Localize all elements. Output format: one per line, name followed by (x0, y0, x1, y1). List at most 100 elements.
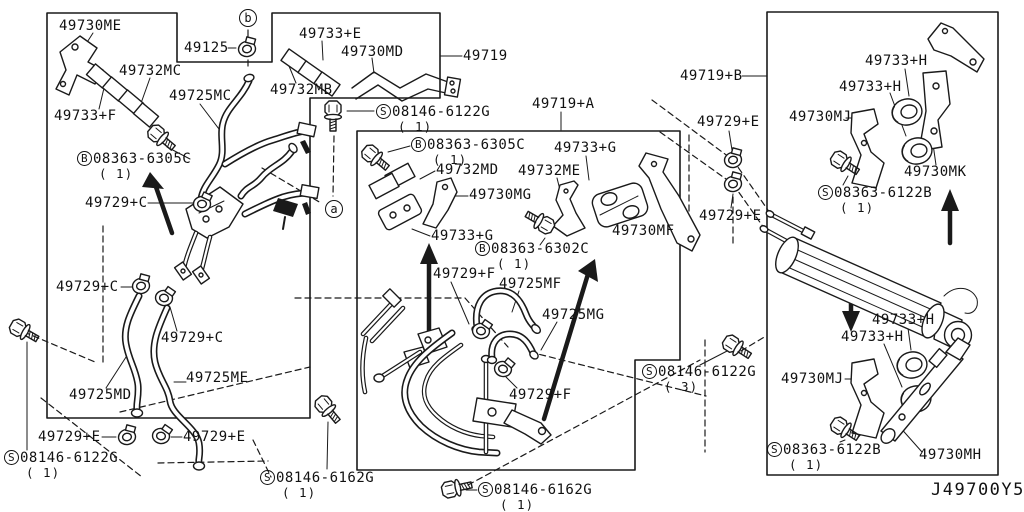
clamp-49729E-bl2 (150, 422, 174, 446)
label-49730MJ-bottom: 49730MJ (781, 371, 844, 387)
label-49730MF: 49730MF (612, 223, 675, 239)
circled-s-icon: S (478, 482, 493, 497)
fastener-code: 08363-6122B (834, 185, 933, 201)
clamp-49729E-r2 (721, 169, 746, 194)
fastener-qty: ( 1) (398, 119, 433, 134)
label-49732ME: 49732ME (518, 163, 581, 179)
label-49730MK: 49730MK (904, 164, 967, 180)
part-49730MG-bracket (422, 177, 458, 229)
part-49733G-grommet-block (591, 182, 649, 228)
grommet-49733H-b1 (893, 348, 931, 382)
label-49733F: 49733+F (54, 108, 117, 124)
fastener-code: 08363-6305C (93, 151, 192, 167)
part-49730ME-bracket (55, 35, 104, 96)
label-49730MJ-top: 49730MJ (789, 109, 852, 125)
label-49729C-1: 49729+C (85, 195, 148, 211)
label-49733G-left: 49733+G (431, 228, 494, 244)
fastener-code: 08363-6122B (783, 442, 882, 458)
label-49725MF: 49725MF (499, 276, 562, 292)
clamp-49729C-2 (129, 271, 154, 296)
label-49733H-b1: 49733+H (872, 312, 935, 328)
label-49730MD: 49730MD (341, 44, 404, 60)
fastener-qty: ( 1) (26, 465, 61, 480)
part-49725MC-hose (197, 73, 255, 203)
bolt-08146-6122G-bl (6, 316, 43, 347)
label-49719: 49719 (463, 48, 508, 64)
bolt-08363-6305C-center (358, 141, 394, 175)
clamp-49125 (235, 34, 260, 59)
marker-b: b (239, 9, 257, 27)
fastener-code: 08146-6162G (494, 482, 593, 498)
flow-arrows (142, 172, 959, 422)
label-49733H-r2: 49733+H (839, 79, 902, 95)
clamp-49729E-r1 (721, 145, 746, 170)
label-49125: 49125 (184, 40, 229, 56)
circled-s-icon: S (260, 470, 275, 485)
label-49725MD: 49725MD (69, 387, 132, 403)
leader-lines (26, 32, 937, 491)
fastener-code: 08363-6305C (427, 137, 526, 153)
label-49730MH: 49730MH (919, 447, 982, 463)
circled-b-icon: B (475, 241, 490, 256)
label-49729E-r2: 49729+E (699, 208, 762, 224)
clamp-49729C-3 (153, 284, 177, 308)
circled-s-icon: S (767, 442, 782, 457)
label-49733H-r1: 49733+H (865, 53, 928, 69)
circled-s-icon: S (818, 185, 833, 200)
label-49730MG: 49730MG (469, 187, 532, 203)
bolt-08146-6122G-3 (719, 331, 756, 364)
box-left-and-top (46, 12, 441, 419)
part-49725MG-hose (486, 330, 539, 365)
fastener-qty: ( 1) (789, 457, 824, 472)
part-49733F-49732MC-connectors (85, 63, 160, 128)
diagram-code: J49700Y5 (931, 480, 1024, 500)
bolt-08363-6302C (521, 206, 558, 237)
label-49732MD: 49732MD (436, 162, 499, 178)
part-49719A-pipe-assembly (360, 288, 552, 457)
clamp-49729C-1 (192, 191, 213, 213)
marker-a: a (325, 200, 343, 218)
fastener-qty: ( 1) (500, 497, 535, 512)
circled-b-icon: B (77, 151, 92, 166)
label-49729F-upper: 49729+F (433, 266, 496, 282)
circled-s-icon: S (376, 104, 391, 119)
box-center (356, 130, 681, 471)
bolt-08146-6122G-top (323, 100, 343, 132)
label-49719A: 49719+A (532, 96, 595, 112)
fastener-qty: ( 1) (99, 166, 134, 181)
part-49730MD-strap (351, 71, 462, 102)
label-49733G-right: 49733+G (554, 140, 617, 156)
part-49725MD-hose (121, 292, 144, 418)
fastener-qty: ( 1) (433, 152, 468, 167)
part-49732MB-49733E-connectors (280, 48, 341, 97)
circled-b-icon: B (411, 137, 426, 152)
fastener-qty: ( 1) (282, 485, 317, 500)
label-49733H-b2: 49733+H (841, 329, 904, 345)
label-49725MG: 49725MG (542, 307, 605, 323)
group-boxes (46, 11, 999, 476)
fastener-code: 08363-6302C (491, 241, 590, 257)
fastener-qty: ( 1) (840, 200, 875, 215)
label-49729F-lower: 49729+F (509, 387, 572, 403)
label-49725MC: 49725MC (169, 88, 232, 104)
bolt-08146-6162G-center (439, 475, 475, 500)
box-right (766, 11, 999, 476)
label-49729E-r1: 49729+E (697, 114, 760, 130)
fastener-qty: ( 3) (664, 379, 699, 394)
fastener-code: 08146-6162G (276, 470, 375, 486)
label-49732MB: 49732MB (270, 82, 333, 98)
label-49729C-3: 49729+C (161, 330, 224, 346)
part-49732MD-blocks (368, 162, 423, 231)
part-49730MF-strap (638, 152, 701, 252)
part-49732ME-bracket (552, 180, 586, 237)
part-49730MH-bracket (880, 337, 971, 444)
